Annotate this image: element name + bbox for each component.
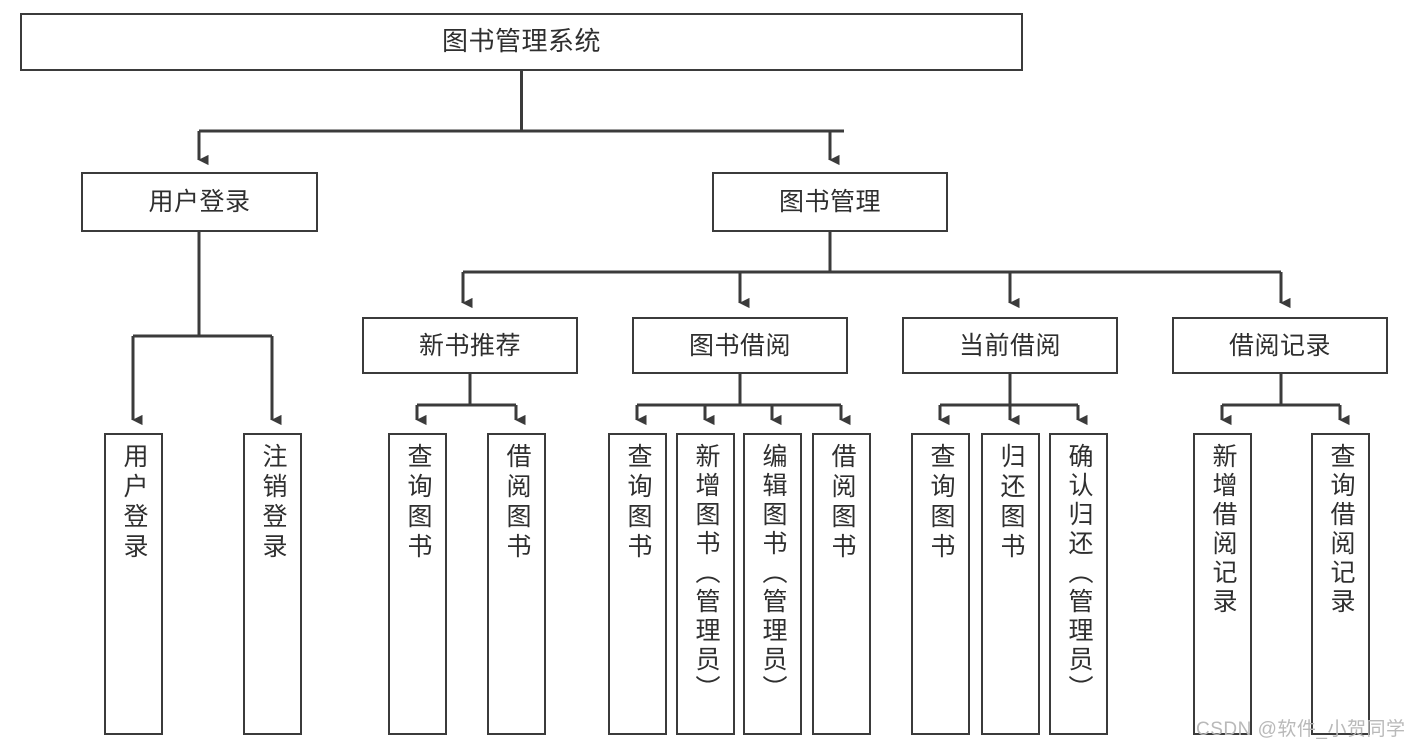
node-leaf-query-book-current[interactable]: 查询图书 — [911, 433, 970, 735]
node-label: 查询借阅记录 — [1327, 443, 1355, 617]
node-leaf-edit-book-admin[interactable]: 编辑图书（管理员） — [743, 433, 802, 735]
node-label: 注销登录 — [259, 443, 287, 563]
node-leaf-confirm-return-admin[interactable]: 确认归还（管理员） — [1049, 433, 1108, 735]
node-leaf-borrow-book[interactable]: 借阅图书 — [812, 433, 871, 735]
node-label: 图书借阅 — [688, 331, 791, 360]
node-label: 用户登录 — [148, 188, 251, 216]
node-label: 确认归还（管理员） — [1065, 443, 1093, 704]
node-label: 查询图书 — [624, 443, 652, 563]
node-leaf-add-borrow-record[interactable]: 新增借阅记录 — [1193, 433, 1252, 735]
node-label: 借阅图书 — [828, 443, 856, 563]
node-label: 当前借阅 — [958, 331, 1061, 360]
node-group-new-book-recommend[interactable]: 新书推荐 — [362, 317, 578, 374]
node-label: 图书管理 — [778, 188, 881, 216]
node-leaf-return-book[interactable]: 归还图书 — [981, 433, 1040, 735]
node-label: 归还图书 — [997, 443, 1025, 563]
node-group-book-borrow[interactable]: 图书借阅 — [632, 317, 848, 374]
node-root-system[interactable]: 图书管理系统 — [20, 13, 1023, 71]
node-leaf-query-book-borrow[interactable]: 查询图书 — [608, 433, 667, 735]
node-group-borrow-record[interactable]: 借阅记录 — [1172, 317, 1388, 374]
node-leaf-add-book-admin[interactable]: 新增图书（管理员） — [676, 433, 735, 735]
node-branch-book-management[interactable]: 图书管理 — [712, 172, 948, 232]
node-label: 新增借阅记录 — [1209, 443, 1237, 617]
node-leaf-query-book-recommend[interactable]: 查询图书 — [388, 433, 447, 735]
node-label: 新增图书（管理员） — [692, 443, 720, 704]
node-label: 借阅记录 — [1228, 331, 1331, 360]
node-branch-user-login[interactable]: 用户登录 — [81, 172, 318, 232]
node-leaf-user-login[interactable]: 用户登录 — [104, 433, 163, 735]
node-leaf-borrow-book-recommend[interactable]: 借阅图书 — [487, 433, 546, 735]
node-group-current-borrow[interactable]: 当前借阅 — [902, 317, 1118, 374]
node-label: 用户登录 — [120, 443, 148, 563]
node-leaf-logout[interactable]: 注销登录 — [243, 433, 302, 735]
node-leaf-query-borrow-record[interactable]: 查询借阅记录 — [1311, 433, 1370, 735]
node-label: 图书管理系统 — [441, 26, 601, 57]
node-label: 新书推荐 — [418, 331, 521, 360]
node-label: 查询图书 — [927, 443, 955, 563]
node-label: 查询图书 — [404, 443, 432, 563]
node-label: 借阅图书 — [503, 443, 531, 563]
node-label: 编辑图书（管理员） — [759, 443, 787, 704]
